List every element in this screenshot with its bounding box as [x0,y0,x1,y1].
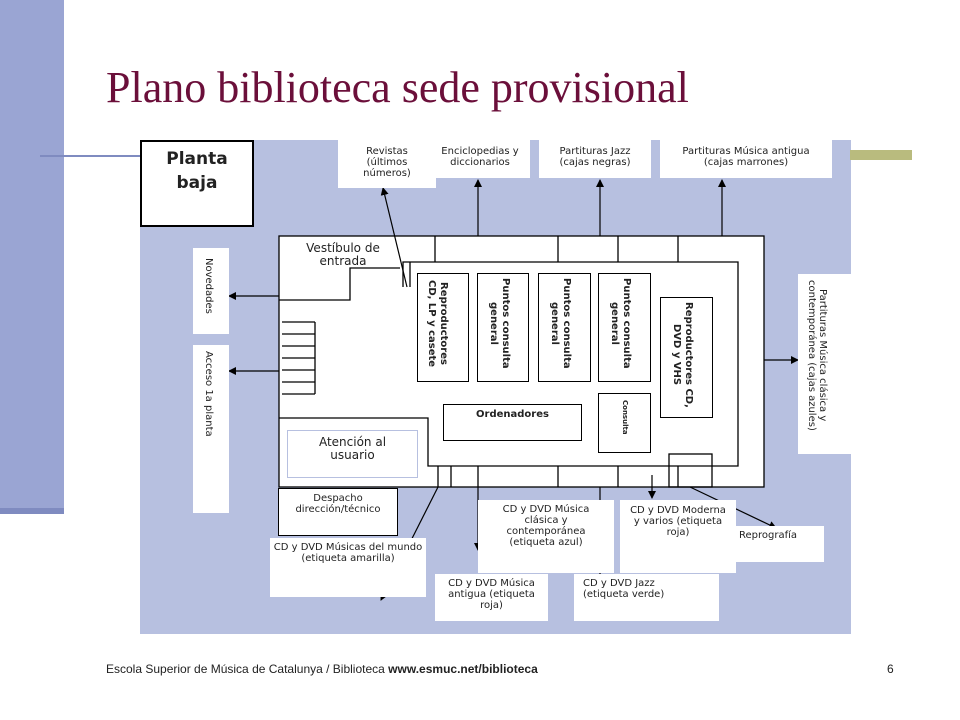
sidebar-decoration-shadow [0,508,64,514]
shelf-modern-cd-label: CD y DVD Moderna y varios (etiqueta roja… [630,505,726,538]
footer-url: www.esmuc.net/biblioteca [388,662,538,676]
shelf-acceso-label: Acceso 1a planta [203,351,214,437]
shelf-revistas: Revistas (últimos números) [338,140,436,188]
station-cd-dvd-vhs: Reproductores CD,DVD y VHS [660,297,713,418]
shelf-modern-cd: CD y DVD Moderna y varios (etiqueta roja… [620,500,736,573]
shelf-jazz-scores-label: Partituras Jazz (cajas negras) [559,146,631,168]
station-ordenadores: Ordenadores [443,404,582,441]
shelf-world-music-label: CD y DVD Músicas del mundo (etiqueta ama… [273,542,423,564]
station-cd-dvd-vhs-label: Reproductores CD,DVD y VHS [671,302,694,408]
station-consulta-label: Consulta [621,400,629,435]
shelf-jazz-scores: Partituras Jazz (cajas negras) [539,140,651,178]
title-rule-left [40,155,142,157]
shelf-world-music: CD y DVD Músicas del mundo (etiqueta ama… [270,538,426,597]
shelf-enciclopedias-label: Enciclopedias y diccionarios [441,146,519,168]
office-despacho-label: Despacho dirección/técnico [295,493,381,515]
office-despacho: Despacho dirección/técnico [278,488,398,536]
footer-text: Escola Superior de Música de Catalunya /… [106,662,389,676]
shelf-novedades-label: Novedades [203,258,214,314]
floor-label: Planta baja [140,140,254,227]
page-number: 6 [887,662,894,676]
shelf-classical-cd-label: CD y DVD Música clásica y contemporánea … [502,504,590,548]
floor-label-text: Planta baja [166,149,228,193]
slide-footer: Escola Superior de Música de Catalunya /… [106,662,538,676]
station-consulta: Consulta [598,393,651,453]
shelf-early-music-scores-label: Partituras Música antigua (cajas marrone… [682,146,810,168]
desk-atencion: Atención al usuario [287,430,418,478]
slide-title: Plano biblioteca sede provisional [106,63,689,112]
shelf-early-cd-label: CD y DVD Música antigua (etiqueta roja) [448,578,535,611]
shelf-acceso: Acceso 1a planta [193,345,229,513]
desk-atencion-label: Atención al usuario [318,435,387,462]
room-reprografia-label: Reprografía [739,530,798,541]
shelf-classical-cd: CD y DVD Música clásica y contemporánea … [478,500,614,573]
shelf-jazz-cd: CD y DVD Jazz (etiqueta verde) [574,574,719,621]
title-rule-right [850,150,912,160]
shelf-jazz-cd-label: CD y DVD Jazz (etiqueta verde) [583,578,665,600]
room-reprografia: Reprografía [736,526,824,562]
shelf-novedades: Novedades [193,248,229,334]
shelf-revistas-label: Revistas (últimos números) [363,146,411,179]
sidebar-decoration [0,0,64,512]
shelf-enciclopedias: Enciclopedias y diccionarios [430,140,530,178]
station-ordenadores-label: Ordenadores [476,409,549,420]
shelf-early-cd: CD y DVD Música antigua (etiqueta roja) [435,574,548,621]
lobby-label: Vestíbulo de entrada [306,241,380,268]
shelf-early-music-scores: Partituras Música antigua (cajas marrone… [660,140,832,178]
